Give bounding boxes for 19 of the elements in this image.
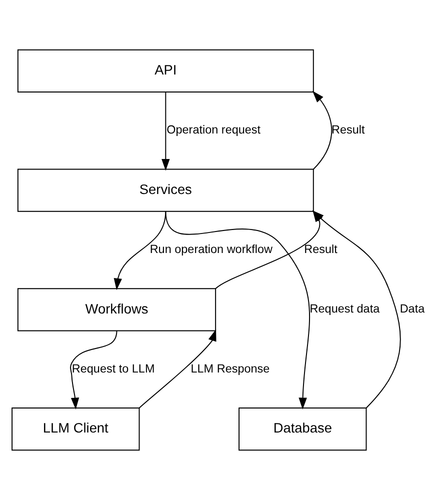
arrow [165, 210, 310, 410]
node-box: Database [238, 408, 367, 451]
edge-label: Request data [310, 302, 380, 316]
arrow [138, 329, 216, 408]
edge-label: Data [400, 302, 425, 316]
edge-label: Result [304, 243, 338, 256]
arrow [162, 92, 170, 171]
edge-label: Request to LLM [72, 362, 155, 376]
node-box: Services [17, 168, 314, 212]
arrow [70, 330, 118, 410]
edge-label: Operation request [166, 124, 261, 137]
node-box: API [17, 49, 314, 92]
edge-label: LLM Response [190, 362, 270, 376]
edge-label: Result [332, 124, 365, 137]
edge-label: Run operation workflow [150, 243, 272, 256]
node-box: Workflows [17, 288, 216, 332]
arrow [114, 210, 166, 290]
node-box: LLM Client [12, 408, 140, 451]
arrow [312, 90, 332, 170]
